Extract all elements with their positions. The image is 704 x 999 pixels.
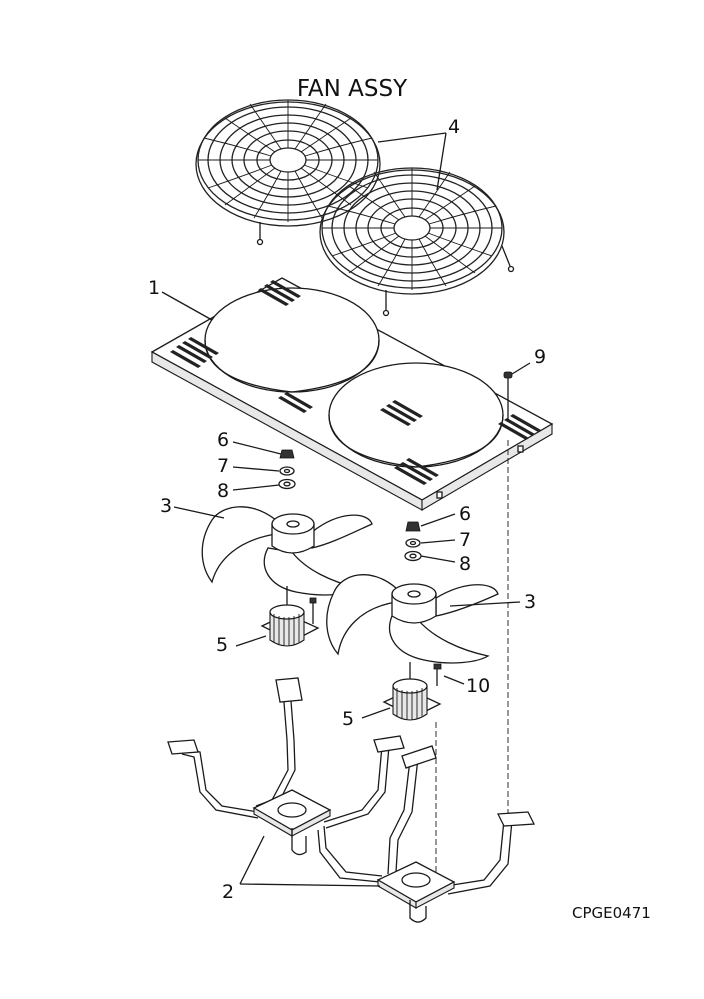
svg-text:4: 4	[448, 116, 460, 138]
svg-text:3: 3	[524, 591, 536, 613]
diagram-title: FAN ASSY	[297, 76, 408, 102]
fan-blade-right: 3	[326, 574, 536, 664]
fan-panel	[150, 277, 554, 511]
svg-text:6: 6	[459, 503, 471, 525]
motor-left: 5	[216, 586, 320, 656]
drawing-code: CPGE0471	[572, 904, 651, 922]
svg-text:9: 9	[534, 346, 546, 368]
fan-grille-left	[195, 99, 381, 246]
callout-panel: 1	[148, 277, 213, 321]
svg-text:7: 7	[217, 455, 229, 477]
svg-text:5: 5	[342, 708, 354, 730]
fan-blade-left: 3	[160, 495, 373, 596]
panel-screw: 9	[503, 346, 546, 820]
svg-text:3: 3	[160, 495, 172, 517]
motor-brackets	[167, 677, 536, 923]
svg-text:6: 6	[217, 429, 229, 451]
hardware-right: 6 7 8	[404, 503, 471, 575]
callout-brackets: 2	[222, 835, 381, 903]
motor-screw: 10	[433, 663, 490, 697]
panel-slots	[170, 280, 541, 485]
callout-grilles: 4	[377, 116, 460, 191]
fan-grille-right	[319, 167, 515, 317]
svg-text:7: 7	[459, 529, 471, 551]
svg-text:5: 5	[216, 634, 228, 656]
svg-text:1: 1	[148, 277, 160, 299]
svg-text:8: 8	[459, 553, 471, 575]
svg-text:8: 8	[217, 480, 229, 502]
svg-text:2: 2	[222, 881, 234, 903]
hardware-left: 6 7 8	[217, 429, 296, 502]
svg-text:10: 10	[466, 675, 490, 697]
motor-right: 5	[342, 662, 442, 880]
